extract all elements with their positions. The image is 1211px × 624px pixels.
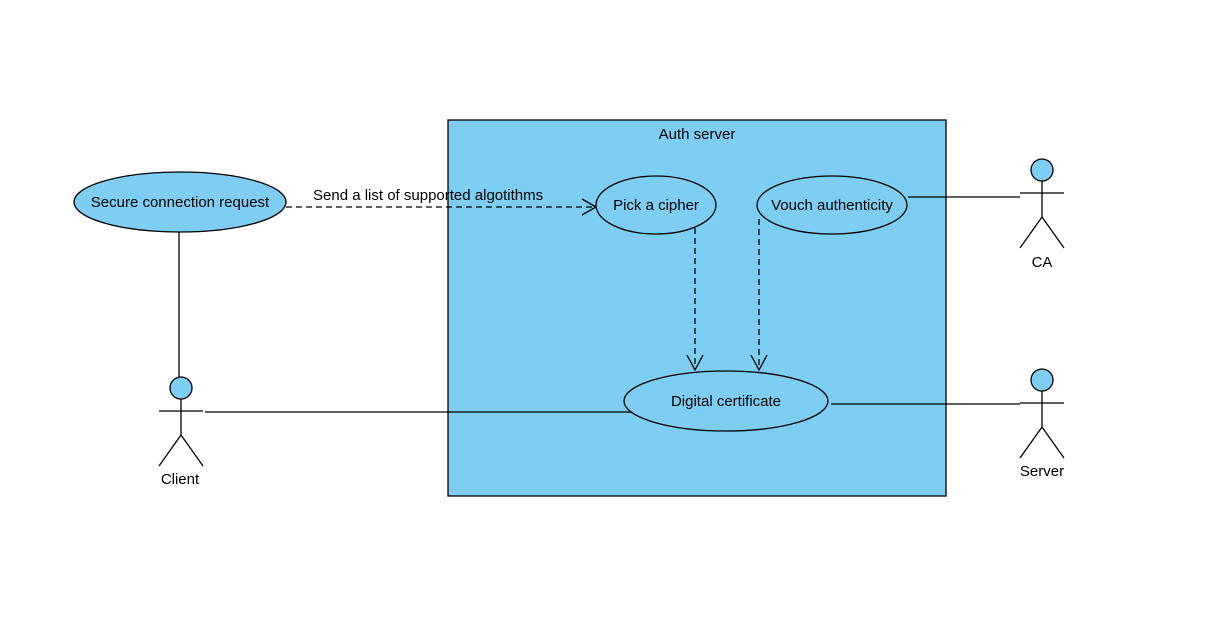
dependency-vouch-certificate (750, 219, 768, 372)
use-case-digital-certificate[interactable]: Digital certificate (623, 370, 829, 432)
actor-server[interactable]: Server (1019, 368, 1065, 480)
use-case-label: Secure connection request (91, 194, 270, 211)
actor-label: Server (1020, 463, 1064, 480)
use-case-vouch-authenticity[interactable]: Vouch authenticity (756, 175, 908, 235)
dependency-label: Send a list of supported algotithms (313, 187, 543, 204)
system-boundary-auth-server[interactable]: Auth server (447, 119, 947, 497)
dependency-cipher-certificate (686, 228, 704, 372)
use-case-secure-connection-request[interactable]: Secure connection request (73, 171, 287, 233)
actor-client[interactable]: Client (158, 376, 204, 488)
use-case-pick-a-cipher[interactable]: Pick a cipher (595, 175, 717, 235)
use-case-label: Digital certificate (671, 393, 781, 410)
actor-label: Client (161, 471, 200, 488)
actor-ca[interactable]: CA (1019, 158, 1065, 271)
use-case-label: Vouch authenticity (771, 197, 893, 214)
use-case-label: Pick a cipher (613, 197, 699, 214)
actor-label: CA (1032, 254, 1053, 271)
system-title: Auth server (659, 126, 736, 143)
